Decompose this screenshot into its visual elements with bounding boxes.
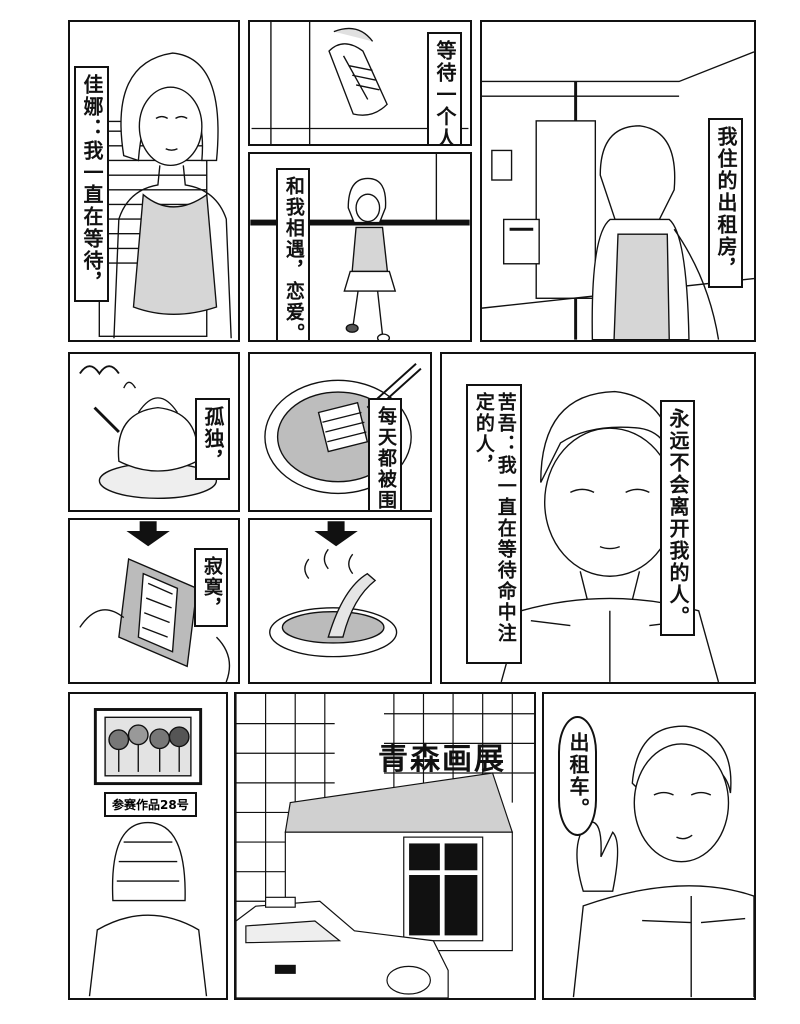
panel-apartment: 我住的出租房，: [480, 20, 756, 342]
gallery-sign: 青森画展: [378, 742, 506, 777]
panel-noodle-bag: 寂寞，: [68, 518, 240, 684]
panel-kuwu-taxi: 出租车。: [542, 692, 756, 1000]
kettle-illustration: [79, 365, 218, 499]
narration-box: 永远不会离开我的人。: [660, 400, 695, 636]
narration-box: 等待一个人: [427, 32, 462, 144]
narration-box: 佳娜：我一直在等待，: [74, 66, 109, 302]
panel-girl-walking: 和我相遇，恋爱。: [248, 152, 472, 342]
exhibit-viewer-illustration: [88, 708, 208, 997]
panel-hot-noodles: 每天都被围绕。: [248, 518, 432, 684]
gallery-building-illustration: [236, 694, 534, 998]
kuwu-hailing-illustration: [572, 725, 754, 998]
jiana-illustration: [98, 52, 232, 339]
noodle-bag-illustration: [79, 521, 231, 682]
exhibit-placard: 参赛作品28号: [104, 792, 197, 817]
narration-box: 和我相遇，恋爱。: [276, 168, 310, 340]
noodle-bowl-illustration: [264, 363, 422, 495]
apartment-illustration: [482, 51, 754, 340]
narration-box: 苦吾：我一直在等待命中注定的人，: [466, 384, 522, 664]
narration-box: 孤独，: [195, 398, 230, 480]
narration-box: 每天都被围绕。: [368, 398, 402, 510]
narration-box: 我住的出租房，: [708, 118, 743, 288]
panel-kettle: 孤独，: [68, 352, 240, 512]
panel-noodle-bowl: 每天都被围绕。: [248, 352, 432, 512]
panel-jiana-portrait: 佳娜：我一直在等待，: [68, 20, 240, 342]
panel-shoe: 等待一个人: [248, 20, 472, 146]
panel-gallery-building: 青森画展: [234, 692, 536, 1000]
panel-kuwu-portrait: 苦吾：我一直在等待命中注定的人， 永远不会离开我的人。: [440, 352, 756, 684]
panel-exhibit-viewer: 参赛作品28号: [68, 692, 228, 1000]
hot-noodles-illustration: [269, 521, 398, 658]
narration-box: 寂寞，: [194, 548, 228, 627]
speech-bubble: 出租车。: [558, 716, 597, 836]
girl-walking-illustration: [250, 154, 470, 340]
